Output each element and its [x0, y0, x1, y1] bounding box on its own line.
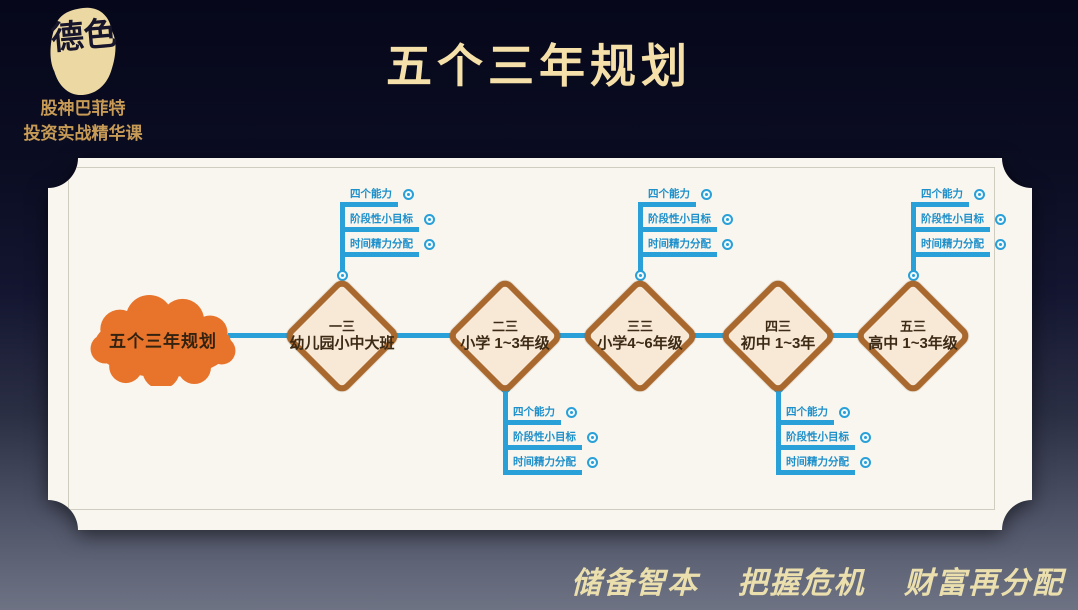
motto-part: 储备智本 — [571, 566, 700, 601]
stage-node: 五三 高中 1~3年级 — [871, 294, 955, 378]
stage-node-label: 三三 小学4~6年级 — [564, 294, 716, 378]
branch-item: 时间精力分配 — [638, 236, 717, 257]
stage-node-label: 五三 高中 1~3年级 — [837, 294, 989, 378]
branch-toggle-icon — [995, 239, 1006, 250]
branch-label: 时间精力分配 — [786, 455, 849, 468]
branch-label: 四个能力 — [921, 187, 963, 200]
branch-label: 阶段性小目标 — [786, 430, 849, 443]
branch-toggle-icon — [587, 432, 598, 443]
branch-item: 四个能力 — [911, 186, 969, 207]
stage-node: 三三 小学4~6年级 — [598, 294, 682, 378]
motto-part: 财富再分配 — [904, 566, 1064, 601]
branch-toggle-icon — [839, 407, 850, 418]
branch-label: 时间精力分配 — [513, 455, 576, 468]
paper-inner-border — [68, 167, 995, 510]
stage-number: 二三 — [491, 318, 518, 334]
branch-toggle-icon — [587, 457, 598, 468]
branch-toggle-icon — [974, 189, 985, 200]
branch-toggle-icon — [424, 239, 435, 250]
branch-label: 四个能力 — [513, 405, 555, 418]
stage-node-label: 一三 幼儿园小中大班 — [266, 294, 418, 378]
branch-label: 阶段性小目标 — [648, 212, 711, 225]
stage-node: 四三 初中 1~3年 — [736, 294, 820, 378]
branch-item: 时间精力分配 — [340, 236, 419, 257]
branch-label: 时间精力分配 — [921, 237, 984, 250]
stage-name: 小学4~6年级 — [597, 334, 683, 352]
branch-item: 阶段性小目标 — [911, 211, 990, 232]
branch-item: 时间精力分配 — [503, 454, 582, 475]
stage-name: 初中 1~3年 — [740, 334, 816, 352]
branch-label: 四个能力 — [648, 187, 690, 200]
branch-connector-line — [776, 391, 781, 473]
branch-toggle-icon — [860, 432, 871, 443]
stage-node-label: 二三 小学 1~3年级 — [429, 294, 581, 378]
stage-node: 一三 幼儿园小中大班 — [300, 294, 384, 378]
branch-item: 四个能力 — [638, 186, 696, 207]
branch-label: 阶段性小目标 — [513, 430, 576, 443]
branch-item: 四个能力 — [776, 404, 834, 425]
branch-item: 时间精力分配 — [911, 236, 990, 257]
root-node-label: 五个三年规划 — [109, 331, 217, 351]
branch-label: 时间精力分配 — [350, 237, 413, 250]
branch-toggle-icon — [995, 214, 1006, 225]
trunk-line — [228, 333, 916, 338]
paper-panel: 五个三年规划 四个能力 阶段性小目标 时间精力分配 四个能力 — [48, 158, 1032, 530]
branch-item: 阶段性小目标 — [503, 429, 582, 450]
seal-character-top: 德色 — [49, 13, 118, 58]
brand-line-1: 股神巴菲特 — [40, 99, 126, 118]
branch-toggle-icon — [722, 214, 733, 225]
stage-number: 一三 — [328, 318, 355, 334]
brand-logo: 德色 股神巴菲特 投资实战精华课 — [14, 6, 152, 146]
branch-toggle-icon — [860, 457, 871, 468]
motto-part: 把握危机 — [737, 566, 866, 601]
branch-connector-line — [638, 202, 643, 278]
stage-number: 五三 — [899, 318, 926, 334]
branch-connector-line — [911, 202, 916, 278]
branch-item: 四个能力 — [503, 404, 561, 425]
branch-item: 四个能力 — [340, 186, 398, 207]
branch-toggle-icon — [566, 407, 577, 418]
mindmap-card: 五个三年规划 四个能力 阶段性小目标 时间精力分配 四个能力 — [48, 158, 1032, 530]
footer-motto: 储备智本 把握危机 财富再分配 — [571, 558, 1064, 602]
branch-label: 四个能力 — [350, 187, 392, 200]
branch-item: 阶段性小目标 — [776, 429, 855, 450]
branch-item: 时间精力分配 — [776, 454, 855, 475]
stage-name: 小学 1~3年级 — [460, 334, 550, 352]
stage-node-label: 四三 初中 1~3年 — [702, 294, 854, 378]
brand-line-2: 投资实战精华课 — [23, 123, 143, 143]
stage-name: 高中 1~3年级 — [868, 334, 958, 352]
branch-toggle-icon — [701, 189, 712, 200]
branch-item: 阶段性小目标 — [638, 211, 717, 232]
branch-toggle-icon — [424, 214, 435, 225]
root-node: 五个三年规划 — [84, 292, 242, 386]
branch-connector-line — [340, 202, 345, 278]
cloud-shape-icon — [84, 292, 242, 386]
branch-toggle-icon — [403, 189, 414, 200]
branch-label: 阶段性小目标 — [350, 212, 413, 225]
branch-item: 阶段性小目标 — [340, 211, 419, 232]
stage-node: 二三 小学 1~3年级 — [463, 294, 547, 378]
branch-toggle-icon — [722, 239, 733, 250]
branch-label: 时间精力分配 — [648, 237, 711, 250]
stage-number: 三三 — [626, 318, 653, 334]
calligraphy-seal-icon: 德色 — [49, 7, 118, 96]
stage-number: 四三 — [764, 318, 791, 334]
page-title: 五个三年规划 — [386, 40, 692, 92]
branch-connector-line — [503, 391, 508, 473]
branch-label: 阶段性小目标 — [921, 212, 984, 225]
stage-name: 幼儿园小中大班 — [289, 334, 395, 352]
branch-label: 四个能力 — [786, 405, 828, 418]
